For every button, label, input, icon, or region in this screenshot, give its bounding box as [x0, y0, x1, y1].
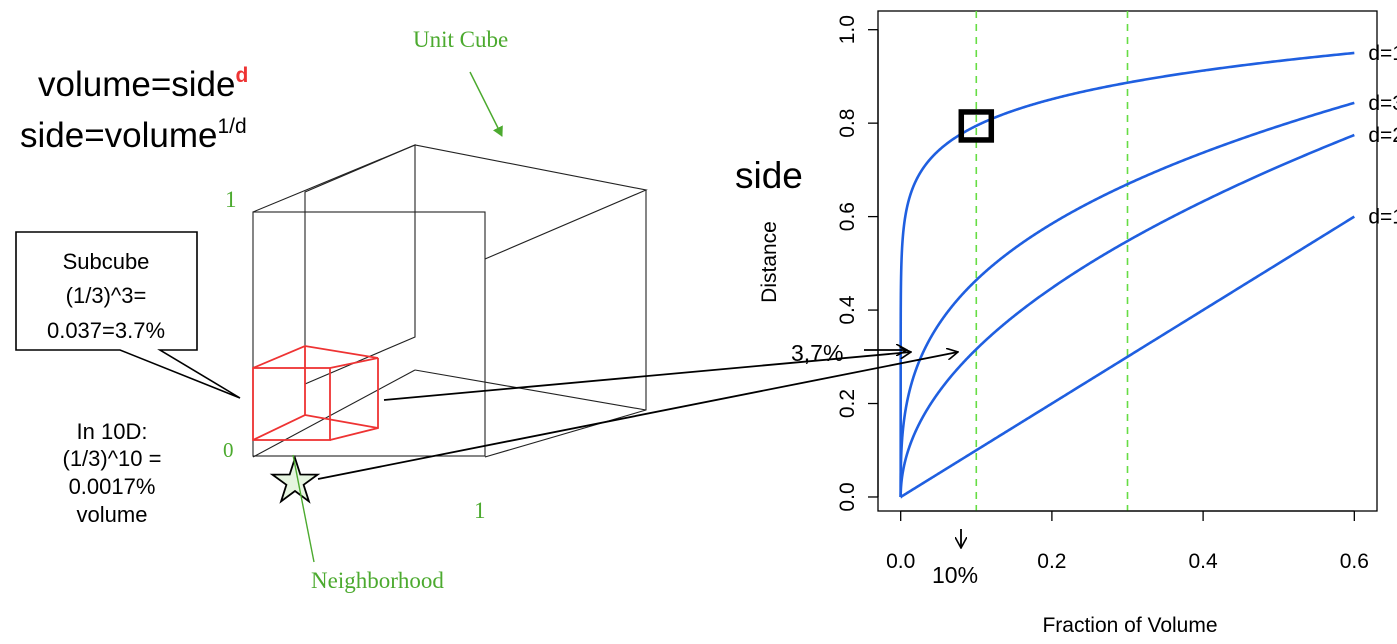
- ten-d-line-1: In 10D:: [77, 419, 148, 444]
- series-line-d=3: [899, 101, 1355, 497]
- y-tick-label-3: 0.6: [836, 202, 859, 231]
- series-label-d=2: d=2: [1368, 124, 1397, 147]
- formula-exponent-1-over-d: 1/d: [217, 115, 246, 138]
- x-tick-label-2: 0.4: [1189, 550, 1219, 573]
- formula-exponent-d: d: [235, 64, 248, 87]
- subcube-to-chart-arrow: [383, 352, 911, 401]
- cube-title: Unit Cube: [413, 27, 508, 52]
- cube-axis-label-one-bottom: 1: [474, 498, 486, 523]
- y-tick-label-5: 1.0: [836, 15, 859, 44]
- x-tick-label-1: 0.2: [1037, 550, 1066, 573]
- ten-d-line-2: (1/3)^10 =: [63, 446, 162, 471]
- ten-percent-label: 10%: [932, 562, 978, 588]
- y-axis-title: Distance: [758, 221, 781, 303]
- series-label-d=1: d=1: [1368, 206, 1397, 229]
- ten-d-note: In 10D: (1/3)^10 = 0.0017% volume: [63, 419, 162, 527]
- series-labels: d=10 d=3 d=2 d=1: [1368, 42, 1397, 229]
- callout-line-1: Subcube: [63, 249, 150, 274]
- ten-d-line-4: volume: [77, 502, 148, 527]
- y-tick-label-0: 0.0: [836, 482, 859, 511]
- cube-axis-label-zero: 0: [223, 438, 234, 462]
- neighborhood-label: Neighborhood: [311, 568, 444, 593]
- formula-volume: volume=sided: [38, 64, 248, 104]
- neighborhood-pointer: [292, 454, 315, 563]
- subcube: [252, 345, 379, 441]
- cube-axis-label-one-top: 1: [225, 187, 237, 212]
- y-tick-label-2: 0.4: [836, 295, 859, 325]
- chart: 0.00.20.40.6 0.00.20.40.60.81.0 d=10d=3d…: [758, 10, 1397, 637]
- curves: [899, 51, 1356, 499]
- x-tick-label-0: 0.0: [886, 550, 915, 573]
- series-label-d=3: d=3: [1368, 92, 1397, 115]
- cube-title-arrow: [469, 71, 503, 137]
- y-tick-label-1: 0.2: [836, 389, 859, 418]
- star-icon: [269, 455, 321, 504]
- y-axis: 0.0 0.2 0.4 0.6 0.8 1.0: [836, 15, 879, 512]
- callout-line-3: 0.037=3.7%: [47, 318, 165, 343]
- series-line-d=10: [899, 51, 1355, 497]
- vertical-guides: [975, 11, 1129, 511]
- formula-side: side=volume1/d: [20, 115, 247, 155]
- highlight-square: [958, 109, 995, 143]
- ten-d-line-3: 0.0017%: [69, 474, 156, 499]
- side-label: side: [735, 155, 803, 196]
- series-line-d=2: [899, 133, 1355, 497]
- x-tick-label-3: 0.6: [1340, 550, 1369, 573]
- series-line-d=1: [899, 215, 1356, 499]
- subcube-callout: Subcube (1/3)^3= 0.037=3.7%: [15, 231, 241, 399]
- callout-line-2: (1/3)^3=: [66, 283, 147, 308]
- y-tick-label-4: 0.8: [836, 109, 859, 138]
- x-axis-title: Fraction of Volume: [1042, 614, 1217, 637]
- series-label-d=10: d=10: [1368, 42, 1397, 65]
- star-to-chart-arrow: [317, 352, 958, 480]
- unit-cube: [252, 144, 648, 458]
- x-axis: 0.0 0.2 0.4 0.6: [886, 510, 1369, 573]
